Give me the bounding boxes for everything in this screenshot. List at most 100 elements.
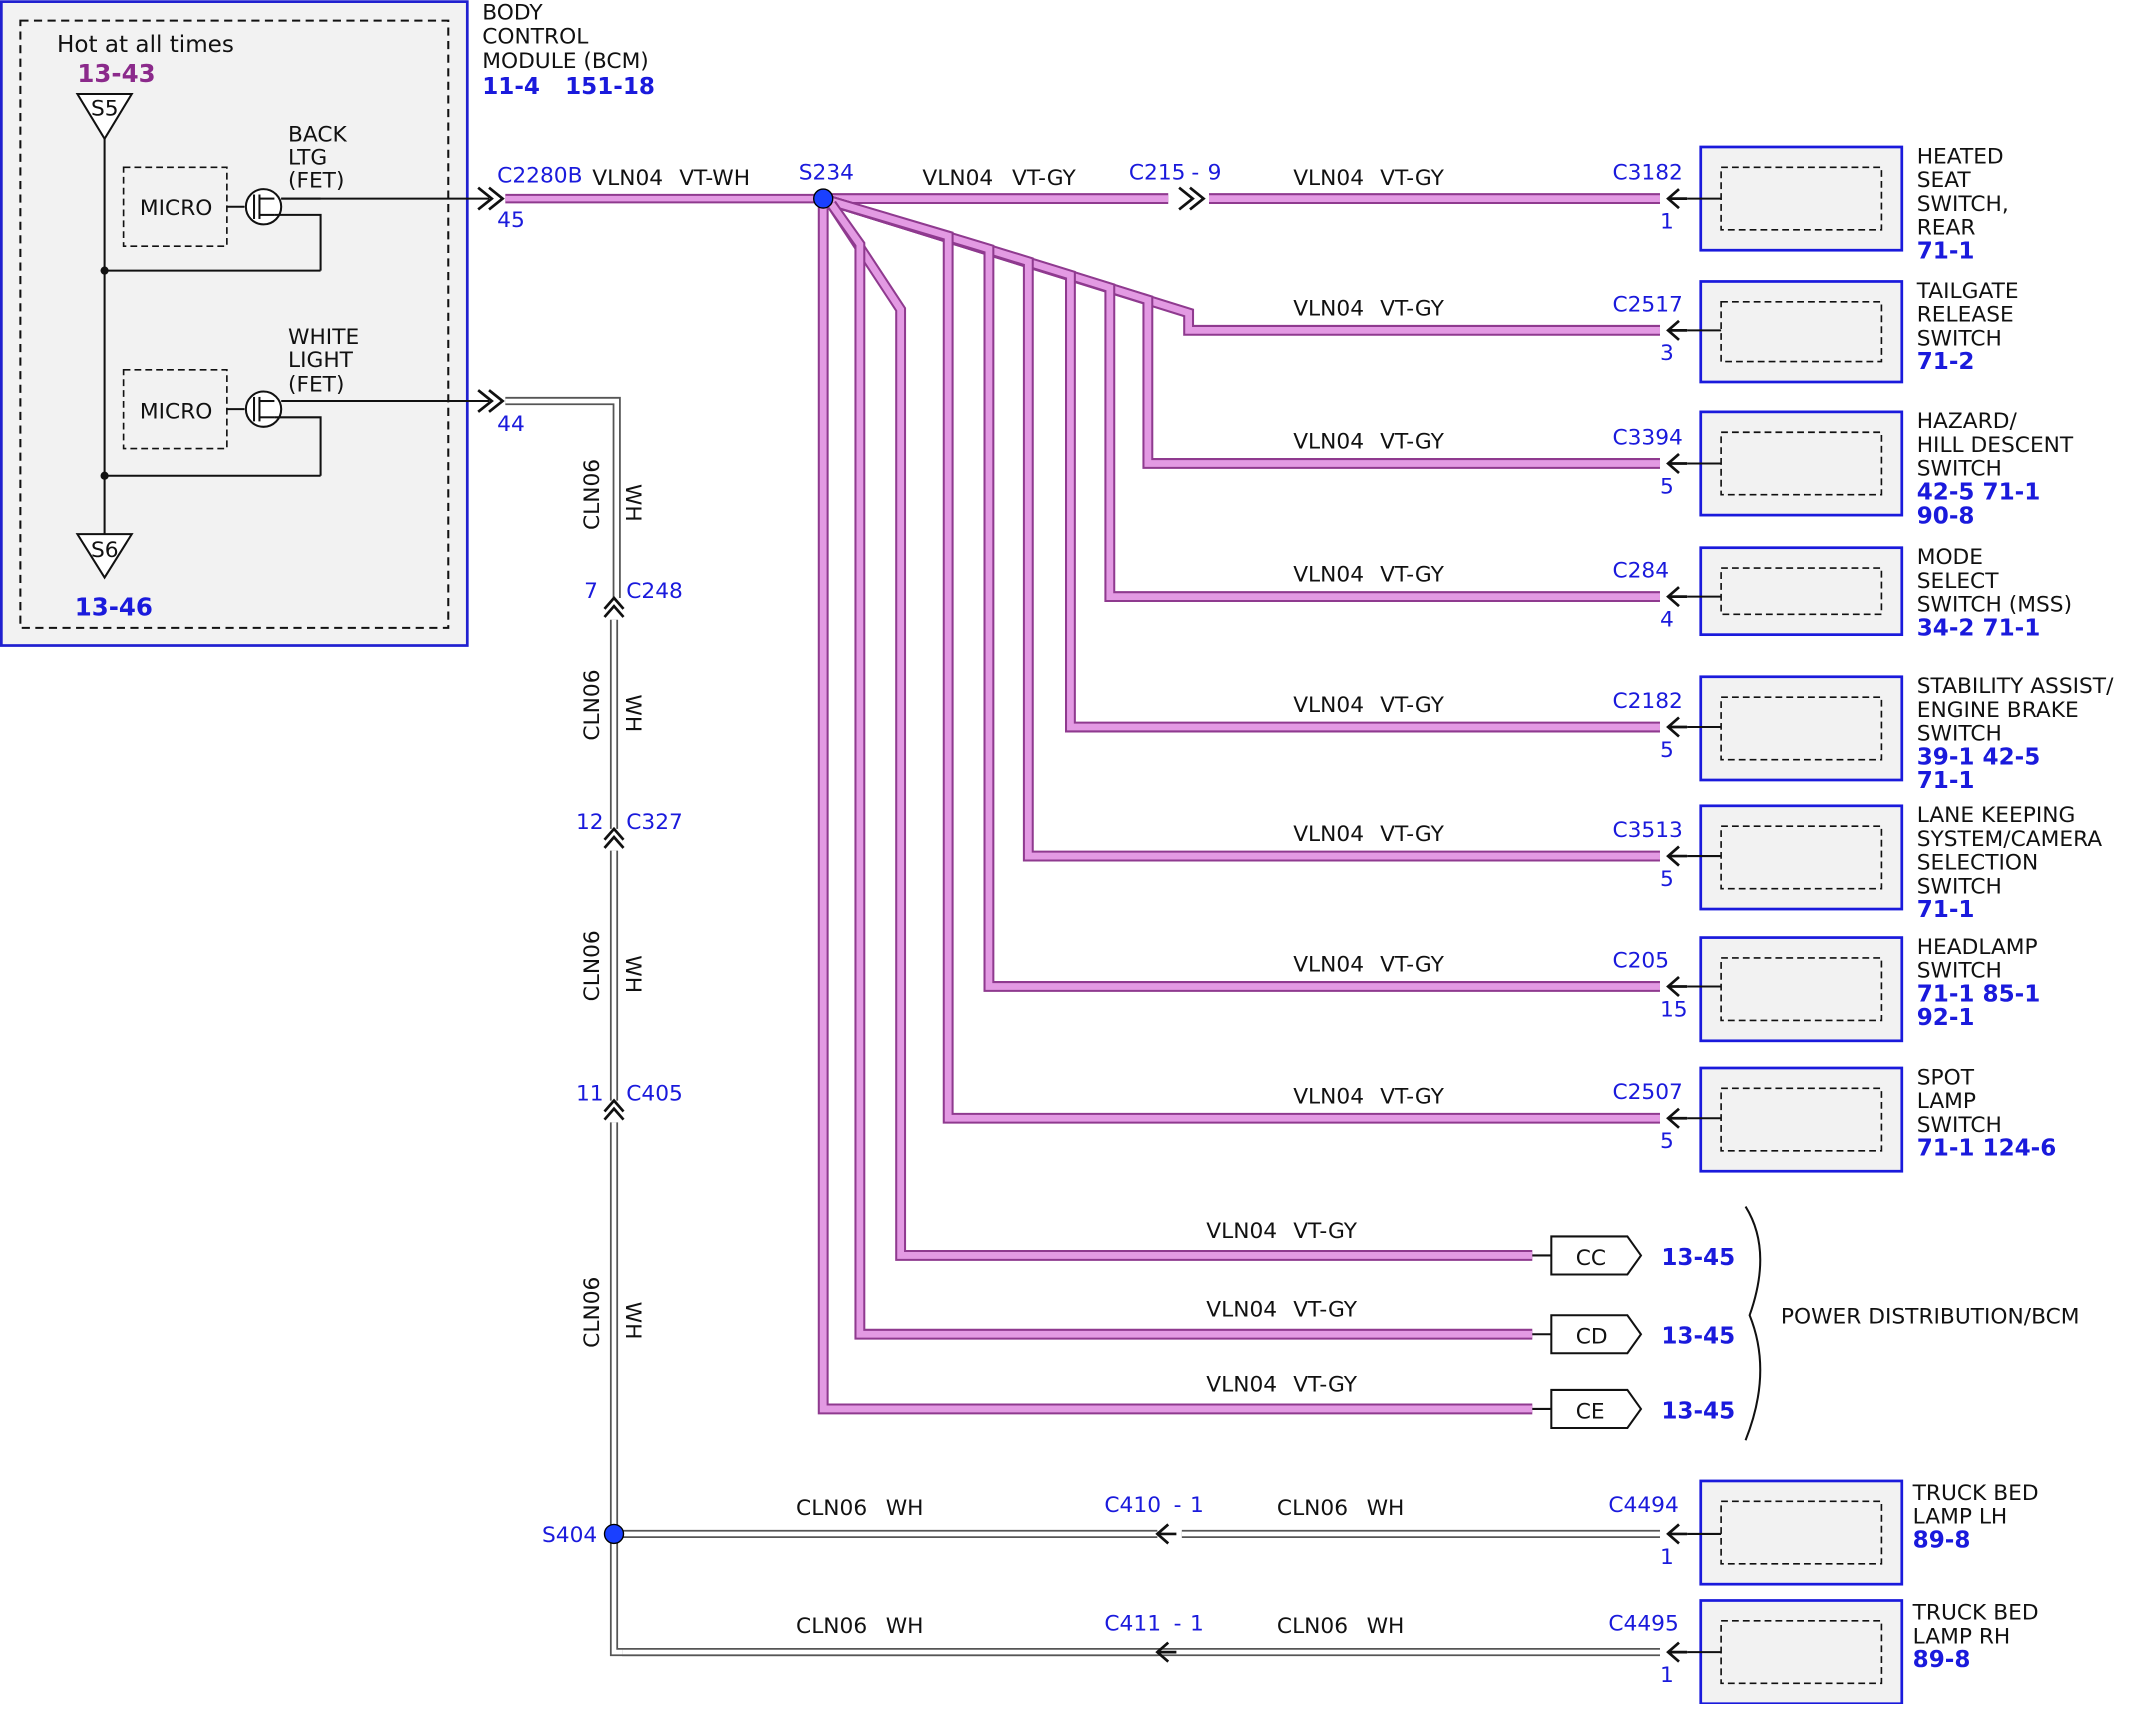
branch-color-label: VT-GY [1380, 166, 1445, 191]
connector-c248-label: C248 [626, 579, 683, 604]
connector-c405-icon [603, 1098, 625, 1121]
device-name-line: LAMP RH [1913, 1624, 2011, 1649]
power-group-label: POWER DISTRIBUTION/BCM [1781, 1304, 2080, 1329]
branch-color-label: VT-GY [1380, 1084, 1445, 1109]
connector-c284-label: C284 [1612, 559, 1669, 584]
violet-branch-wires [817, 193, 1660, 1415]
truck-color-left: WH [886, 1614, 924, 1639]
switch-box-c3513 [1687, 804, 1904, 911]
inline-pin: 1 [1190, 1611, 1204, 1636]
splice-s404-label: S404 [542, 1523, 597, 1548]
truck-color-left: WH [886, 1496, 924, 1521]
device-name-line: TRUCK BED [1912, 1481, 2039, 1506]
switch-box-c2507 [1687, 1066, 1904, 1173]
c2280b-label: C2280B [497, 163, 582, 188]
connector-c410-label: C410 [1104, 1493, 1161, 1518]
device-name-line: SYSTEM/CAMERA [1917, 827, 2103, 852]
device-name-line: SWITCH [1917, 874, 2002, 899]
branch-wire-label: VLN04 [1293, 166, 1364, 191]
hot-at-all-times-label: Hot at all times [57, 32, 234, 58]
device-name-line: REAR [1917, 216, 1976, 241]
switch-box-c205 [1687, 936, 1904, 1043]
bcm-title-line-3: MODULE (BCM) [482, 49, 649, 74]
device-ref-line: 90-8 [1917, 503, 1975, 529]
wire-power-cc [826, 201, 1533, 1261]
branch-wire-label: VLN04 [1293, 563, 1364, 588]
truck-wire-left: CLN06 [796, 1614, 867, 1639]
connector-c411-label: C411 [1104, 1611, 1161, 1636]
connector-c3513-icon [1666, 845, 1688, 867]
wire-power-cd [826, 200, 1533, 1340]
connector-c2517-label: C2517 [1612, 292, 1682, 317]
vertical-wire-label: CLN06 [580, 1277, 605, 1348]
pin-label: 1 [1660, 1663, 1674, 1688]
device-ref-line: 89-8 [1913, 1647, 1971, 1673]
seg-wire-label: VLN04 [922, 166, 993, 191]
device-name-line: SEAT [1917, 168, 1972, 193]
vertical-wire-label: CLN06 [580, 669, 605, 740]
connector-c284-icon [1666, 586, 1688, 608]
wire-vln04-label-top: VLN04 [592, 166, 663, 191]
device-name-line: SELECT [1917, 569, 1999, 594]
pin-label: 12 [576, 810, 604, 835]
device-name-line: TAILGATE [1916, 279, 2019, 304]
connector-c4494-icon [1666, 1523, 1688, 1545]
pin-45-label: 45 [497, 208, 525, 233]
branch-wire-label: VLN04 [1293, 953, 1364, 978]
bcm-ref-2: 151-18 [565, 74, 655, 100]
c215-dash: - [1191, 161, 1199, 186]
device-name-line: HAZARD/ [1917, 409, 2018, 434]
branch-wire-label: VLN04 [1293, 430, 1364, 455]
truck-color-right: WH [1367, 1496, 1405, 1521]
splice-s234-icon [813, 188, 834, 209]
connector-c205-icon [1666, 975, 1688, 998]
pin-label: 5 [1660, 867, 1674, 892]
device-name-line: LANE KEEPING [1917, 803, 2076, 828]
connector-c411-icon [1155, 1641, 1177, 1663]
truck-wire-right: CLN06 [1277, 1614, 1348, 1639]
power-tag-label: CD [1576, 1325, 1608, 1350]
power-color-label: VT-GY [1293, 1372, 1358, 1397]
wire-cln06-seg1 [505, 396, 621, 598]
device-name-line: SWITCH [1917, 1113, 2002, 1138]
wire-power-ce [817, 206, 1533, 1415]
hot-ref-top: 13-43 [77, 59, 155, 88]
splice-s404-icon [603, 1523, 625, 1545]
wire-branch-c284 [829, 196, 1660, 603]
branch-color-label: VT-GY [1380, 822, 1445, 847]
inline-dash: - [1174, 1611, 1182, 1636]
device-ref-line: 42-5 71-1 [1917, 479, 2041, 505]
connector-c205-label: C205 [1612, 948, 1669, 973]
device-ref-line: 71-2 [1917, 349, 1975, 375]
connector-c3182-icon [1666, 188, 1688, 210]
device-ref-line: 71-1 85-1 [1917, 981, 2041, 1007]
branch-color-label: VT-GY [1380, 953, 1445, 978]
wire-branch-c2517 [829, 196, 1660, 336]
switch-box-c3182 [1687, 145, 1904, 252]
back-ltg-line-1: BACK [288, 123, 348, 148]
connector-c3513-label: C3513 [1612, 818, 1682, 843]
pin-label: 4 [1660, 608, 1674, 633]
pin-label: 3 [1660, 341, 1674, 366]
wire-branch-c3513 [829, 196, 1660, 862]
device-ref-line: 71-1 [1917, 897, 1975, 923]
device-name-line: LAMP LH [1913, 1505, 2008, 1530]
switch-box-c2182 [1687, 675, 1904, 782]
pin-44-connector-icon [477, 389, 505, 413]
pin-label: 1 [1660, 1545, 1674, 1570]
bcm-ref-1: 11-4 [482, 74, 540, 100]
power-wire-label: VLN04 [1206, 1372, 1277, 1397]
power-tag-cd-icon [1550, 1314, 1643, 1355]
device-name-line: ENGINE BRAKE [1917, 698, 2079, 723]
branch-wire-label: VLN04 [1293, 822, 1364, 847]
s6-fuse-icon [75, 533, 134, 580]
pin-label: 15 [1660, 997, 1688, 1022]
s6-label: S6 [91, 538, 119, 563]
device-name-line: SWITCH, [1917, 192, 2009, 217]
vertical-color-label: WH [620, 955, 645, 993]
device-name-line: RELEASE [1917, 303, 2014, 328]
c215-label: C215 [1129, 161, 1186, 186]
